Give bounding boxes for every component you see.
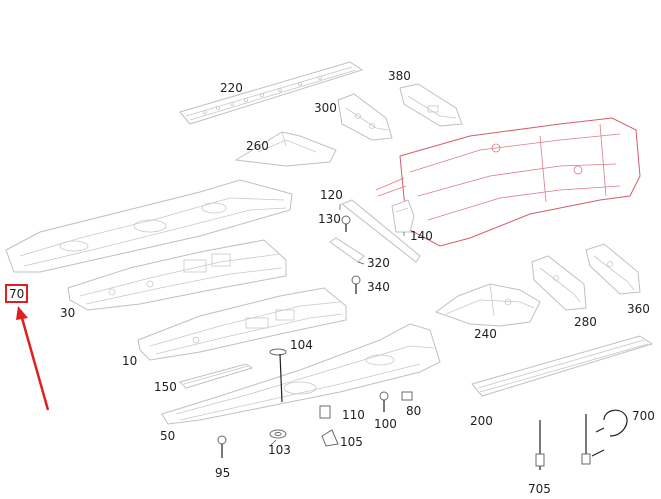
callout-100[interactable]: 100: [374, 417, 397, 431]
part-360-bracket[interactable]: [585, 243, 641, 295]
grommet-103[interactable]: [269, 429, 287, 439]
part-280-bracket[interactable]: [531, 255, 587, 311]
bolt-700[interactable]: [581, 409, 628, 465]
clip-105[interactable]: [321, 429, 339, 447]
part-140-block[interactable]: [391, 199, 415, 233]
clip-80[interactable]: [401, 391, 413, 401]
callout-50[interactable]: 50: [160, 429, 175, 443]
callout-110[interactable]: 110: [342, 408, 365, 422]
leader-lines: [269, 204, 405, 447]
bolt-705[interactable]: [535, 420, 545, 470]
part-260-panel[interactable]: [234, 131, 337, 167]
part-50-floor-pan[interactable]: [161, 323, 441, 425]
part-firewall-panel[interactable]: [375, 117, 641, 247]
callout-120[interactable]: 120: [320, 188, 343, 202]
highlight-box: [5, 284, 28, 303]
part-300-bracket[interactable]: [337, 93, 393, 141]
callout-705[interactable]: 705: [528, 482, 551, 496]
callout-80[interactable]: 80: [406, 404, 421, 418]
bolt-100[interactable]: [379, 391, 389, 412]
callout-280[interactable]: 280: [574, 315, 597, 329]
callout-360[interactable]: 360: [627, 302, 650, 316]
callout-240[interactable]: 240: [474, 327, 497, 341]
callout-200[interactable]: 200: [470, 414, 493, 428]
callout-220[interactable]: 220: [220, 81, 243, 95]
callout-10[interactable]: 10: [122, 354, 137, 368]
callout-95[interactable]: 95: [215, 466, 230, 480]
callout-70[interactable]: 70: [9, 287, 24, 301]
callout-140[interactable]: 140: [410, 229, 433, 243]
bolt-95[interactable]: [217, 435, 227, 458]
callout-103[interactable]: 103: [268, 443, 291, 457]
callout-105[interactable]: 105: [340, 435, 363, 449]
callout-340[interactable]: 340: [367, 280, 390, 294]
part-240-bracket[interactable]: [434, 283, 541, 327]
bolt-340[interactable]: [351, 275, 361, 294]
part-30-floor-panel[interactable]: [67, 239, 287, 311]
bolt-130[interactable]: [341, 215, 351, 232]
callout-260[interactable]: 260: [246, 139, 269, 153]
callout-150[interactable]: 150: [154, 380, 177, 394]
callout-700[interactable]: 700: [632, 409, 655, 423]
callout-130[interactable]: 130: [318, 212, 341, 226]
highlight-arrowhead: [16, 306, 28, 320]
part-10-floor-panel[interactable]: [137, 287, 347, 361]
part-220-rail[interactable]: [179, 61, 364, 125]
part-150-rail[interactable]: [179, 363, 254, 389]
callout-320[interactable]: 320: [367, 256, 390, 270]
part-70-floor-pan[interactable]: [5, 179, 293, 273]
part-200-rail[interactable]: [471, 335, 654, 397]
washer-104[interactable]: [269, 348, 287, 403]
part-120-brace[interactable]: [329, 199, 421, 263]
callout-380[interactable]: 380: [388, 69, 411, 83]
part-380-bracket[interactable]: [399, 83, 463, 127]
callout-300[interactable]: 300: [314, 101, 337, 115]
clip-110[interactable]: [319, 405, 331, 419]
callout-30[interactable]: 30: [60, 306, 75, 320]
callout-104[interactable]: 104: [290, 338, 313, 352]
highlight-arrow: [20, 317, 50, 411]
